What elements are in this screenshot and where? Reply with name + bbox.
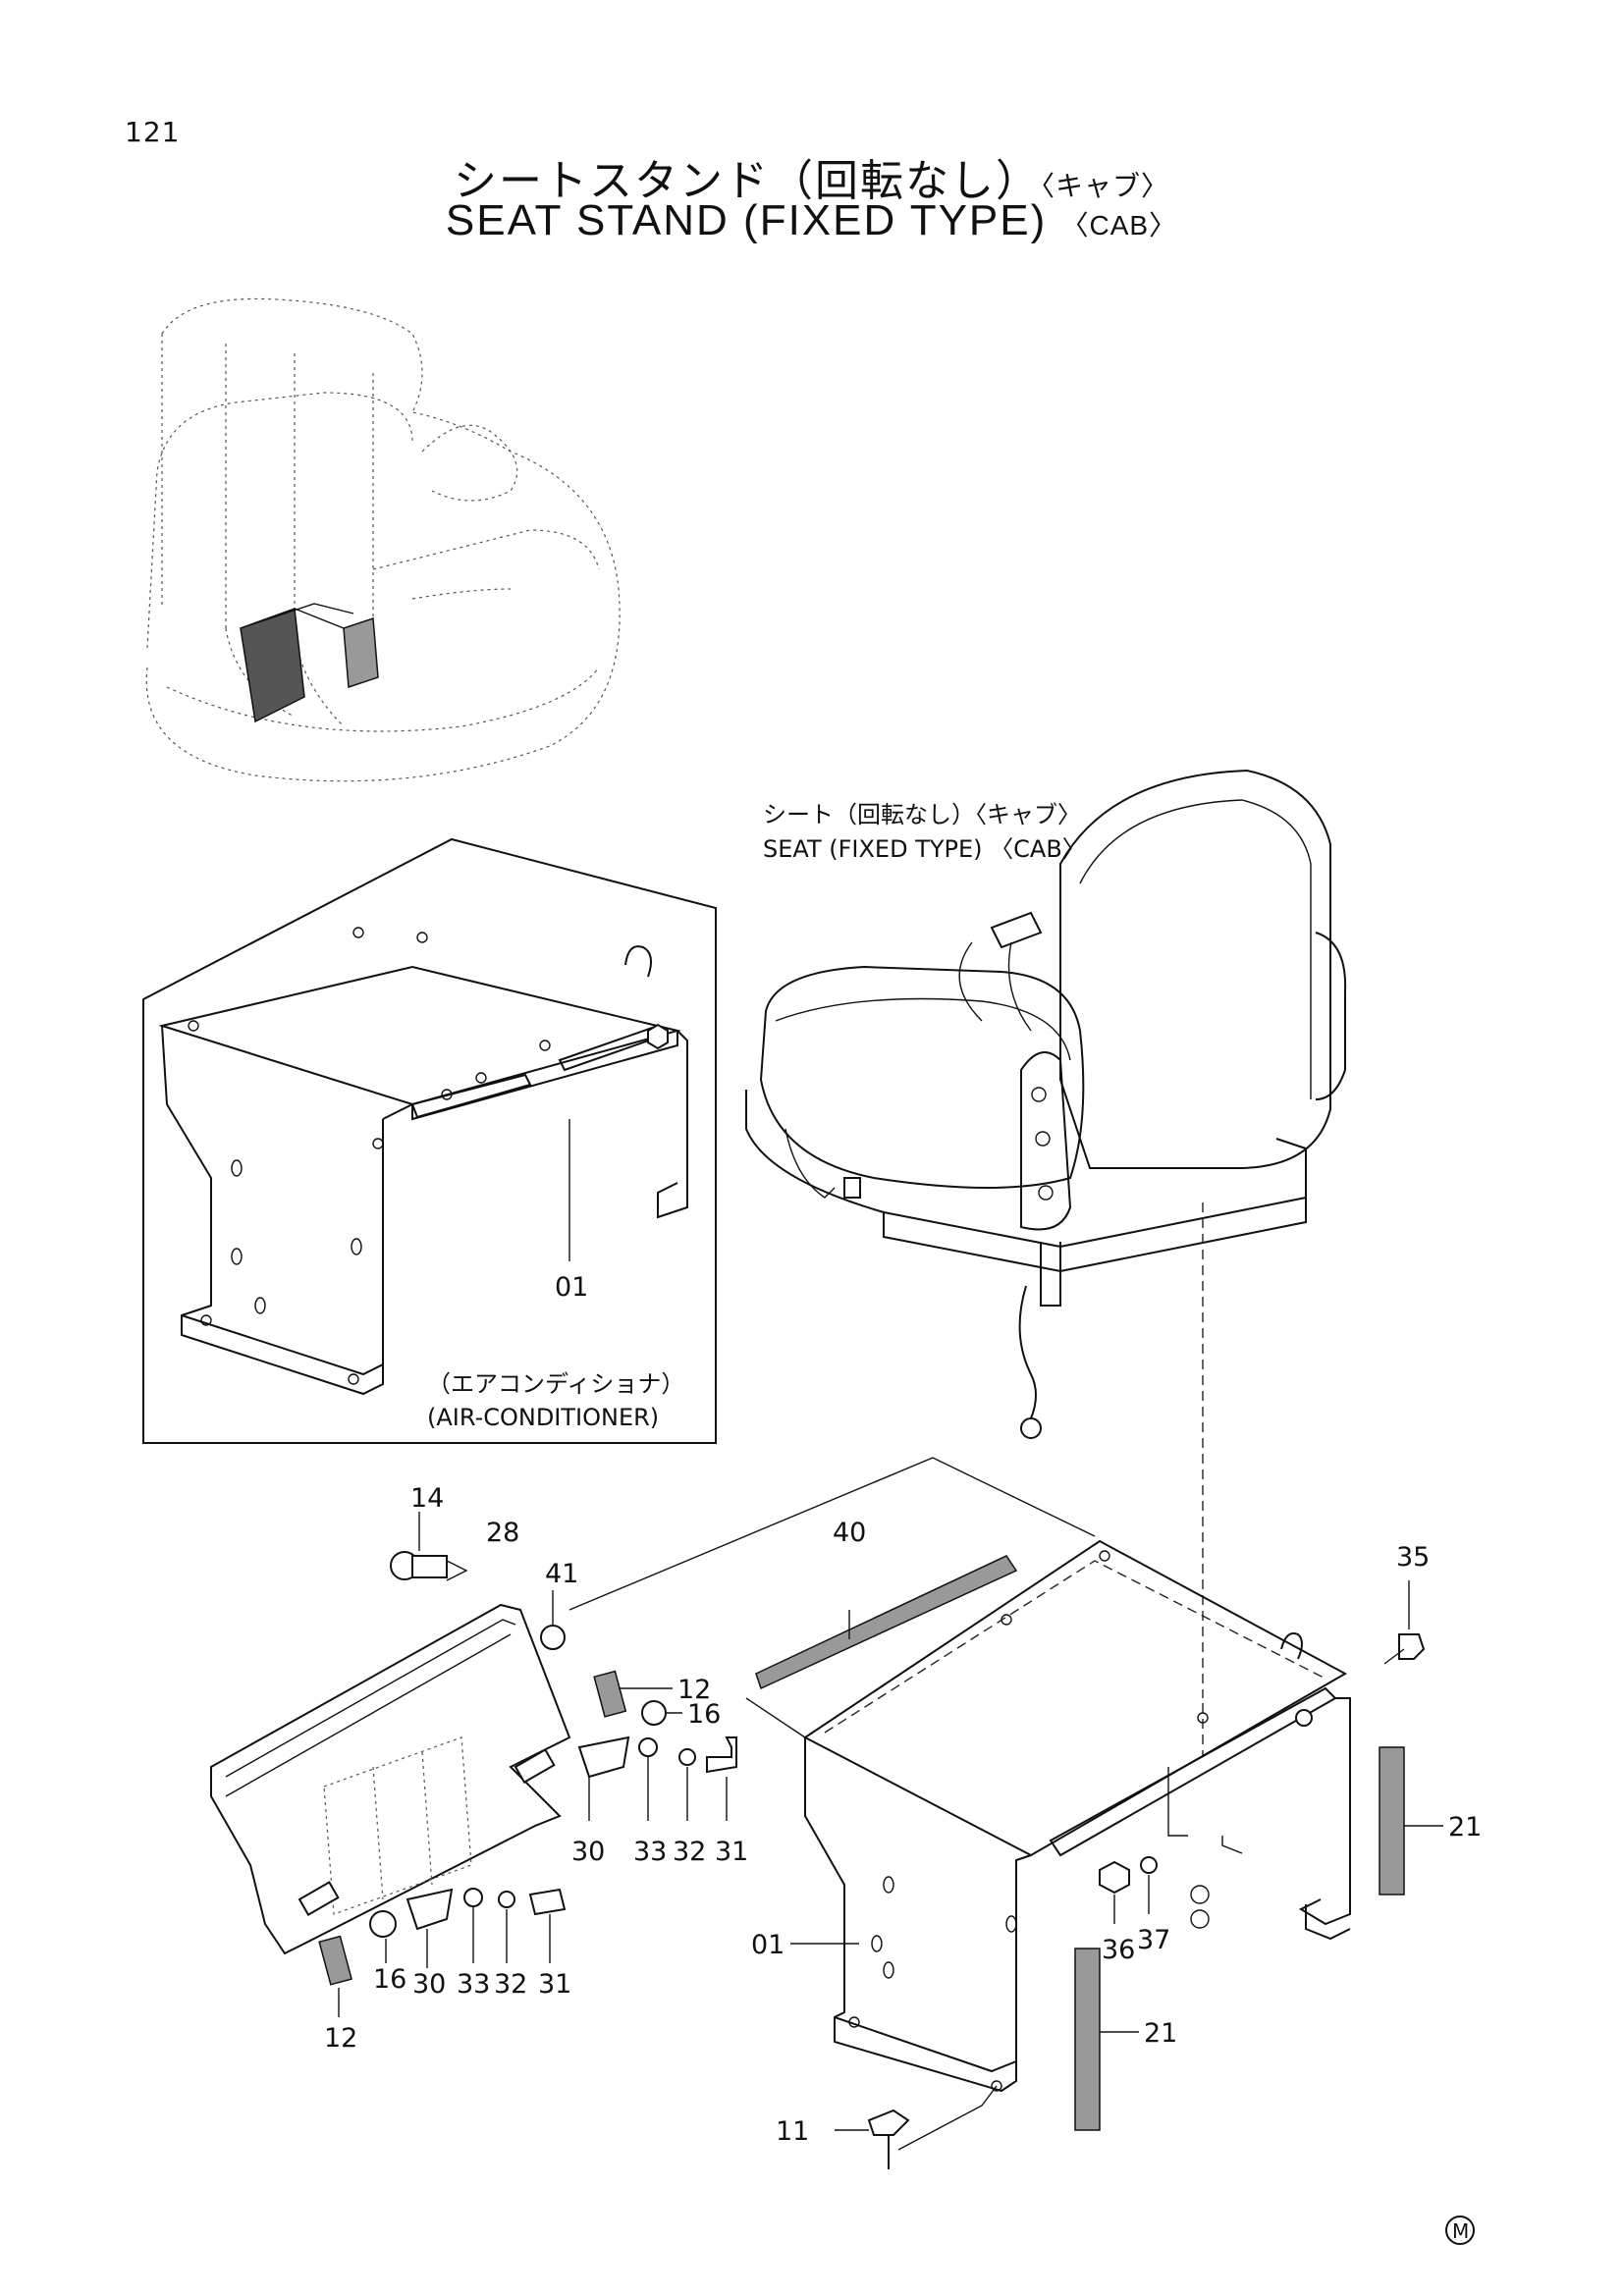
nut	[647, 1023, 669, 1050]
bushing-16-top	[641, 1700, 667, 1726]
callout-12-bottom: 12	[324, 2023, 357, 2054]
clip	[624, 945, 653, 978]
callout-31-top: 31	[715, 1837, 748, 1867]
callout-36: 36	[1102, 1935, 1135, 1965]
callout-30-bottom: 30	[412, 1969, 446, 2000]
callout-32-top: 32	[673, 1837, 706, 1867]
air-conditioner-inset: 01 （エアコンディショナ） (AIR-CONDITIONER)	[142, 837, 717, 1444]
stopper-12-bottom	[318, 1935, 352, 1986]
callout-11: 11	[776, 2116, 809, 2147]
knob-14	[390, 1512, 468, 1581]
page-title-english: SEAT STAND (FIXED TYPE) 〈CAB〉	[0, 196, 1623, 245]
callout-37: 37	[1137, 1925, 1170, 1955]
bolt-35	[1383, 1580, 1426, 1665]
callout-40: 40	[833, 1518, 866, 1548]
callout-01-inset: 01	[555, 1272, 588, 1303]
rubber-strip-40	[755, 1555, 1018, 1690]
manual-mark: M	[1445, 2216, 1475, 2245]
callout-14: 14	[410, 1483, 444, 1514]
inset-frame	[142, 837, 717, 1444]
inset-label-english: (AIR-CONDITIONER)	[427, 1404, 659, 1431]
callout-30-top: 30	[571, 1837, 605, 1867]
nut-36	[1099, 1860, 1130, 1895]
bolt-31-bottom	[528, 1888, 567, 1916]
callout-33-bottom: 33	[457, 1969, 490, 2000]
seat-assembly: シート（回転なし）〈キャブ〉 SEAT (FIXED TYPE) 〈CAB〉	[745, 769, 1347, 1757]
page-number: 121	[125, 116, 181, 148]
bolt-11	[835, 2085, 998, 2169]
bracket-30-bottom	[406, 1888, 454, 1931]
inset-label-japanese: （エアコンディショナ）	[427, 1370, 684, 1398]
seat-cushion	[759, 965, 1085, 1189]
bushing-16-bottom	[369, 1910, 397, 1938]
seat-label-english: SEAT (FIXED TYPE) 〈CAB〉	[763, 835, 1086, 863]
seat-side-bracket	[1020, 1051, 1072, 1231]
bracket-30-top	[577, 1735, 630, 1779]
page-title-japanese: シートスタンド（回転なし）〈キャブ〉	[0, 145, 1623, 208]
title-japanese-suffix: 〈キャブ〉	[1040, 170, 1169, 202]
stopper-12-top	[593, 1670, 627, 1718]
front-cover-28	[210, 1603, 571, 1955]
callout-21-lower: 21	[1144, 2018, 1177, 2049]
callout-28: 28	[486, 1518, 519, 1548]
washer-37	[1140, 1856, 1158, 1874]
title-english-text: SEAT STAND (FIXED TYPE)	[445, 196, 1048, 244]
washer-41	[540, 1590, 566, 1650]
callout-12-top: 12	[677, 1675, 711, 1705]
rubber-bar-21-lower	[1074, 1948, 1101, 2131]
hole	[188, 1020, 199, 1032]
callout-01-main: 01	[751, 1930, 784, 1960]
callout-16-top: 16	[687, 1699, 721, 1730]
callout-33-top: 33	[633, 1837, 667, 1867]
location-overview-illustration	[145, 297, 621, 782]
seat-backrest	[1059, 769, 1331, 1169]
callout-31-bottom: 31	[538, 1969, 571, 2000]
title-english-suffix: 〈CAB〉	[1060, 210, 1178, 240]
callout-41: 41	[545, 1559, 578, 1589]
callout-35: 35	[1396, 1542, 1430, 1573]
rubber-bar-21-right	[1379, 1746, 1405, 1896]
seat-stand-01	[568, 1457, 1351, 2093]
seat-label-japanese: シート（回転なし）〈キャブ〉	[763, 801, 1081, 828]
seat-harness-cable	[1018, 1285, 1037, 1419]
bolt-31-top	[706, 1736, 737, 1774]
callout-32-bottom: 32	[494, 1969, 527, 2000]
title-japanese-text: シートスタンド（回転なし）	[453, 156, 1041, 206]
seatbelt-buckle	[990, 911, 1043, 949]
callout-21-right: 21	[1448, 1812, 1482, 1842]
callout-16-bottom: 16	[373, 1964, 406, 1995]
manual-mark-letter: M	[1452, 2219, 1469, 2243]
